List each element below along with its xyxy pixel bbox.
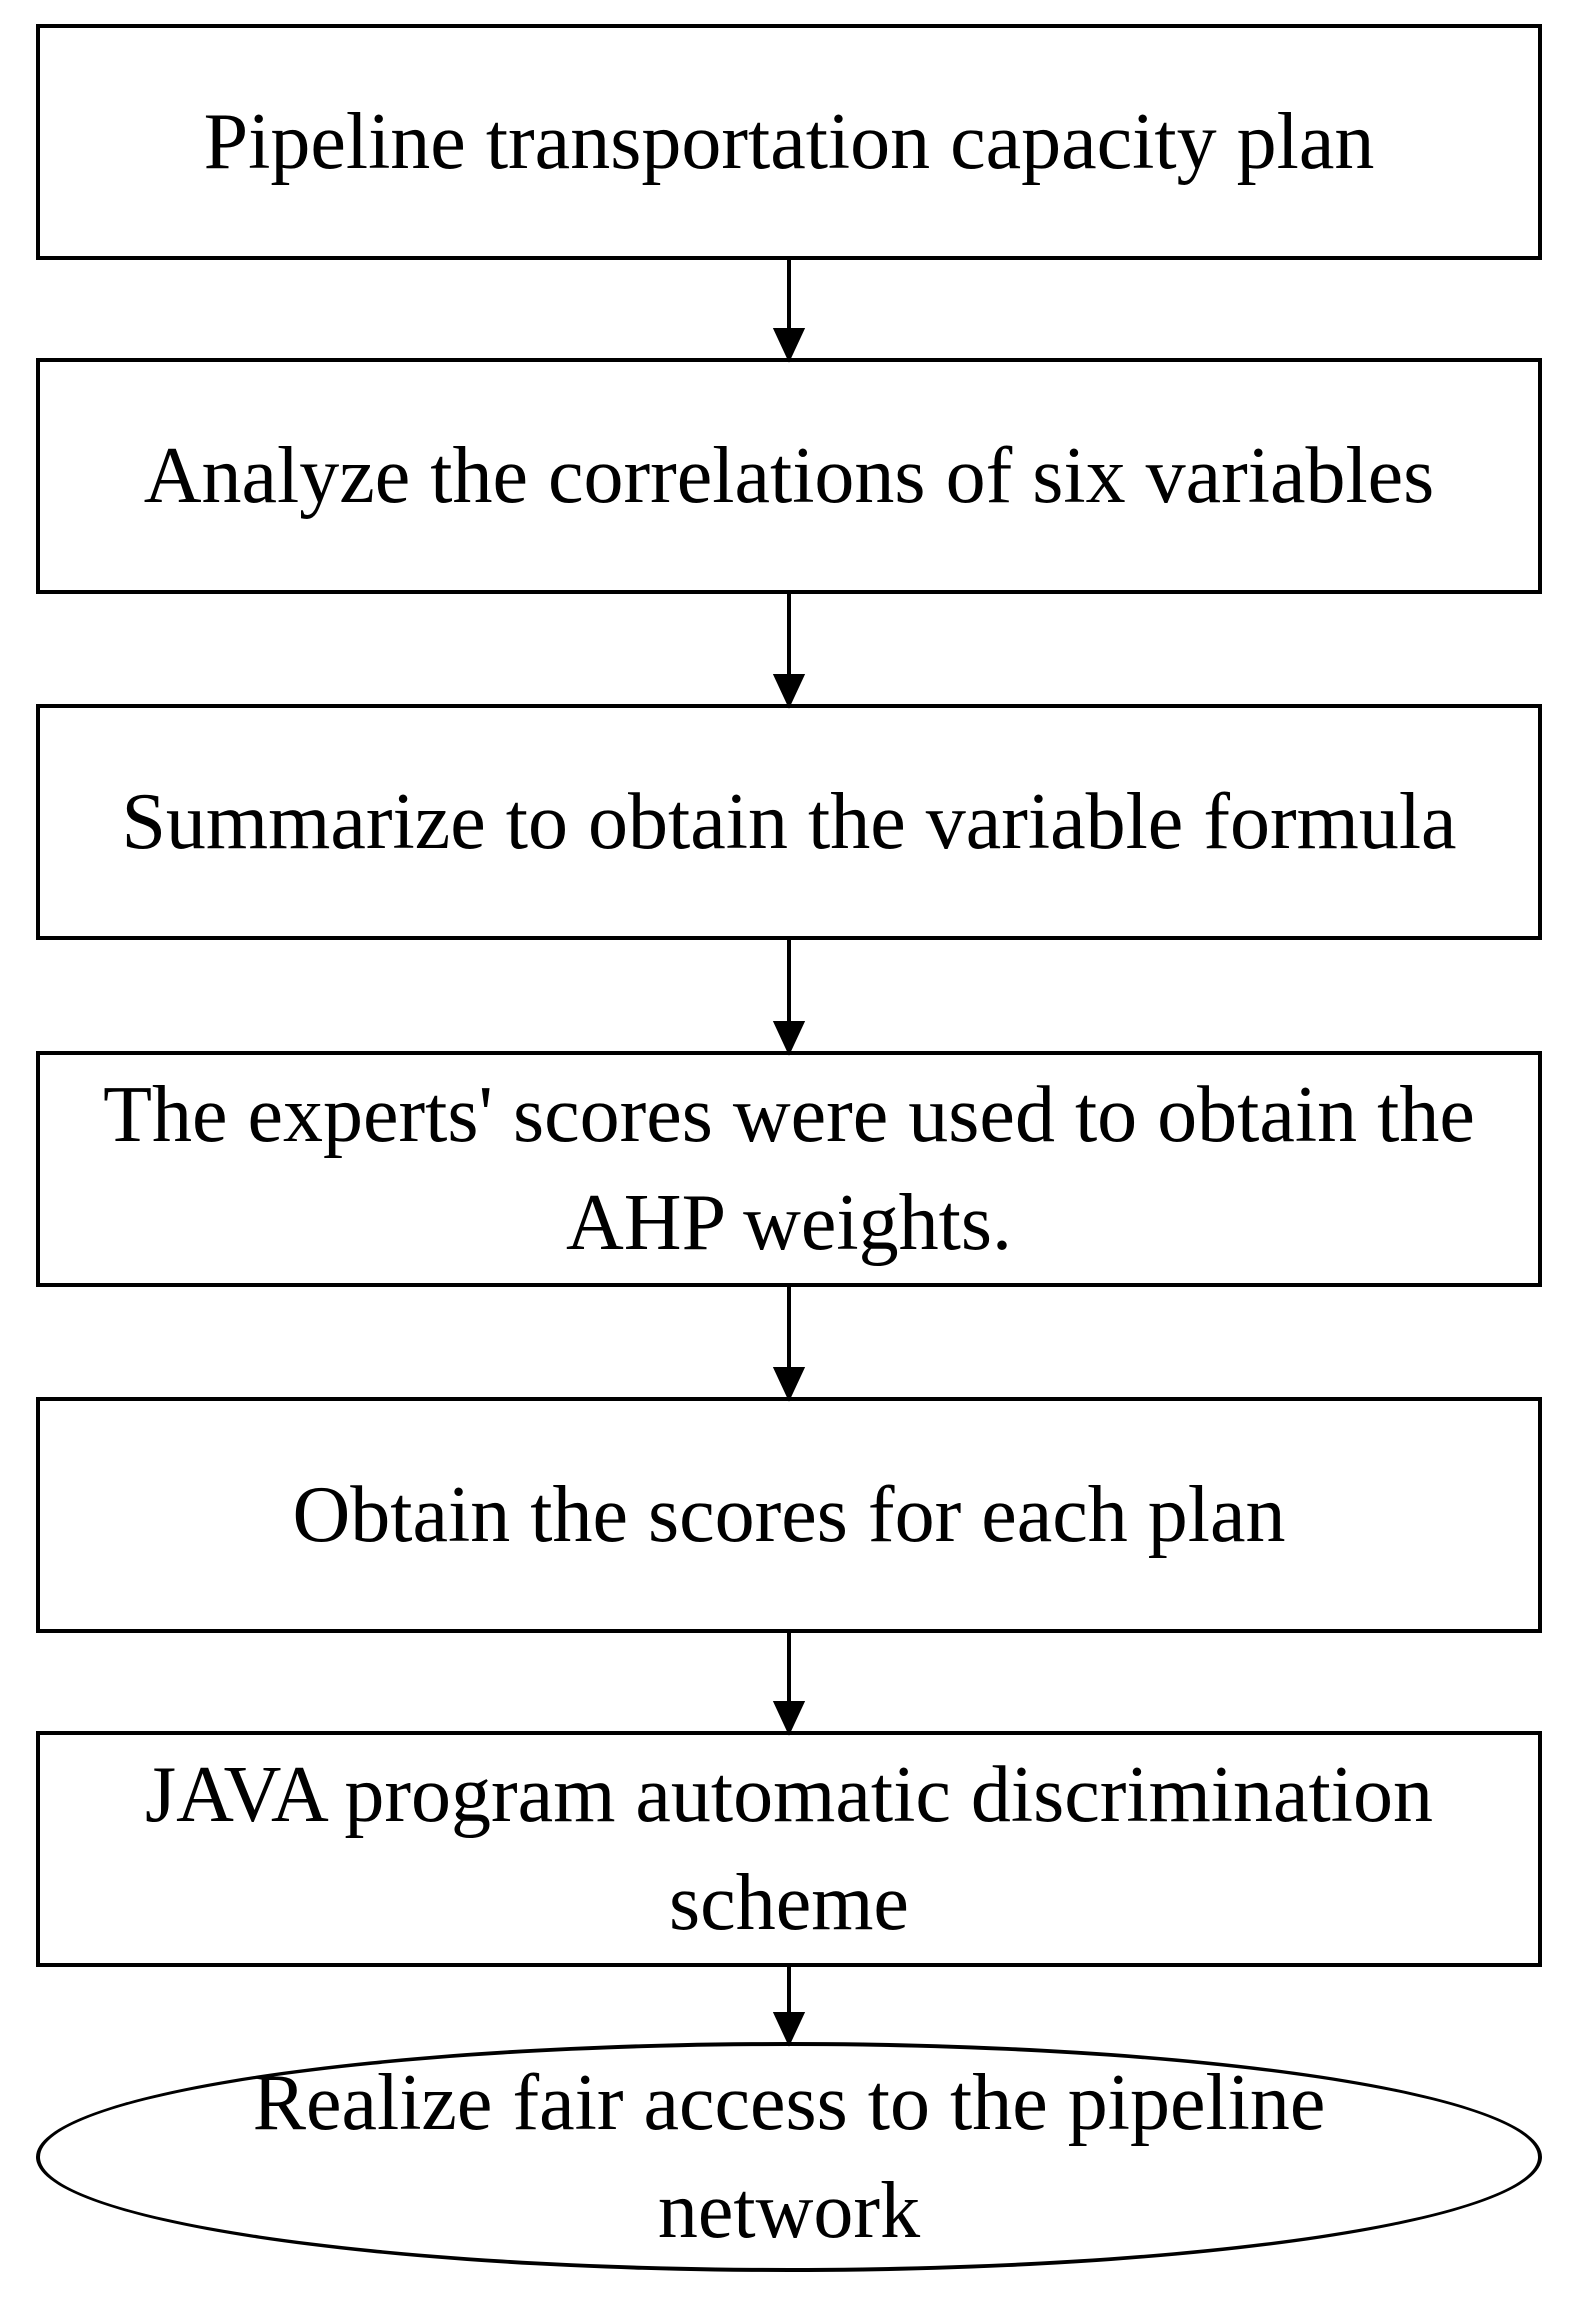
step-java-discrimination: JAVA program automatic discrimination sc…: [36, 1731, 1542, 1967]
arrowhead-6: [772, 2012, 806, 2047]
step-capacity-plan: Pipeline transportation capacity plan: [36, 24, 1542, 260]
arrowhead-3: [772, 1021, 806, 1056]
step-summarize-formula: Summarize to obtain the variable formula: [36, 704, 1542, 940]
arrowhead-5: [772, 1701, 806, 1736]
end-step-label: Realize fair access to the pipeline netw…: [252, 2059, 1326, 2255]
step-ahp-weights: The experts' scores were used to obtain …: [36, 1051, 1542, 1287]
step-label: JAVA program automatic discrimination sc…: [144, 1751, 1433, 1947]
step-label: Analyze the correlations of six variable…: [143, 432, 1435, 520]
step-label: Summarize to obtain the variable formula: [121, 778, 1457, 866]
step-label: The experts' scores were used to obtain …: [103, 1071, 1475, 1267]
step-obtain-scores: Obtain the scores for each plan: [36, 1397, 1542, 1633]
step-label: Pipeline transportation capacity plan: [203, 98, 1375, 186]
end-step-fair-access: Realize fair access to the pipeline netw…: [36, 2042, 1542, 2272]
arrowhead-1: [772, 328, 806, 363]
arrowhead-4: [772, 1367, 806, 1402]
step-label: Obtain the scores for each plan: [292, 1471, 1286, 1559]
arrowhead-2: [772, 674, 806, 709]
step-analyze-correlations: Analyze the correlations of six variable…: [36, 358, 1542, 594]
